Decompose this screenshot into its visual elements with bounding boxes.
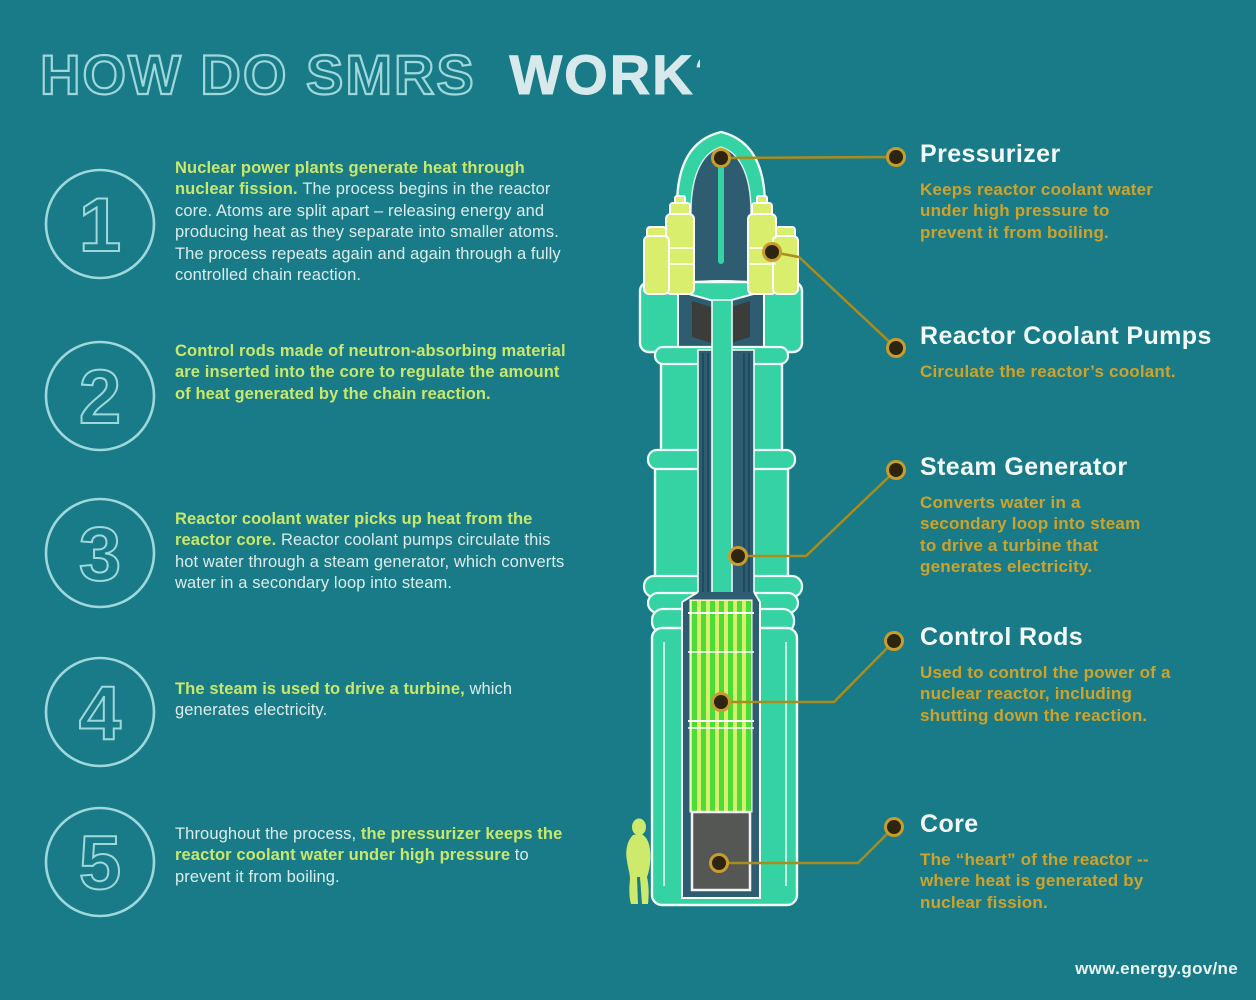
step-1-text: Nuclear power plants generate heat throu… (175, 158, 573, 287)
step-text-highlight: The steam is used to drive a turbine, (175, 680, 470, 698)
callout-core: Core The “heart” of the reactor -- where… (920, 810, 1172, 913)
control-rods-connector-line (721, 640, 895, 704)
step-1-circle (44, 168, 156, 280)
page-title-outline-text: HOW DO SMRS (40, 43, 476, 106)
central-riser-column (711, 299, 733, 597)
control-rods-diagram-dot (711, 692, 731, 712)
svg-text:HOW DO SMRS WORK?: HOW DO SMRS WORK? (40, 43, 700, 106)
step-3-circle (44, 497, 156, 609)
callout-control-rods-description: Used to control the power of a nuclear r… (920, 663, 1171, 725)
step-5-text: Throughout the process, the pressurizer … (175, 824, 573, 888)
callout-control-rods: Control Rods Used to control the power o… (920, 623, 1172, 726)
step-5-number: 5 (79, 821, 121, 906)
step-text-highlight: the pressurizer keeps the reactor coolan… (175, 825, 563, 865)
callout-core-description: The “heart” of the reactor -- where heat… (920, 850, 1149, 912)
step-4-text: The steam is used to drive a turbine, wh… (175, 679, 573, 722)
step-text-plain: to prevent it from boiling. (175, 846, 529, 886)
callout-steam-generator-description: Converts water in a secondary loop into … (920, 493, 1141, 577)
pressurizer-surge-line (718, 166, 724, 264)
step-3-text: Reactor coolant water picks up heat from… (175, 509, 573, 595)
step-text-highlight: Control rods made of neutron-absorbing m… (175, 342, 566, 403)
step-2-number: 2 (79, 355, 121, 440)
coolant-pumps-figure (643, 195, 799, 295)
step-5-badge: 5 (44, 806, 156, 918)
callout-pressurizer-title: Pressurizer (920, 140, 1061, 168)
step-4-number: 4 (79, 671, 121, 756)
step-text-plain: The process begins in the reactor core. … (175, 180, 561, 285)
step-3-badge: 3 (44, 497, 156, 609)
step-1-number: 1 (79, 183, 121, 268)
callout-steam-generator-title: Steam Generator (920, 453, 1128, 481)
steam-generator-diagram-dot (728, 546, 748, 566)
step-text-highlight: Nuclear power plants generate heat throu… (175, 159, 525, 199)
step-1-badge: 1 (44, 168, 156, 280)
core-connector-line (719, 826, 895, 865)
page-title-solid-text: WORK? (509, 43, 700, 106)
coolant-pumps-label-dot (886, 338, 906, 358)
step-text-plain: Reactor coolant pumps circulate this hot… (175, 531, 565, 593)
reactor-diagram (626, 130, 906, 907)
core-figure (690, 810, 752, 892)
step-2-badge: 2 (44, 340, 156, 452)
control-rod-bundle (688, 599, 754, 813)
footer-url: www.energy.gov/ne (1075, 959, 1238, 978)
core-diagram-dot (709, 853, 729, 873)
pump-body (665, 213, 695, 295)
page-title: HOW DO SMRS WORK? (40, 42, 700, 107)
control-rods-label-dot (884, 631, 904, 651)
callout-control-rods-title: Control Rods (920, 623, 1084, 651)
step-3-number: 3 (79, 512, 121, 597)
step-2-circle (44, 340, 156, 452)
callout-reactor-coolant-pumps-title: Reactor Coolant Pumps (920, 322, 1212, 350)
callout-reactor-coolant-pumps: Reactor Coolant Pumps Circulate the reac… (920, 322, 1230, 382)
step-4-badge: 4 (44, 656, 156, 768)
step-text-plain: which generates electricity. (175, 680, 513, 720)
callout-reactor-coolant-pumps-description: Circulate the reactor’s coolant. (920, 362, 1176, 381)
step-text-plain: Throughout the process, (175, 825, 361, 843)
core-label-dot (884, 817, 904, 837)
pressurizer-connector-line (720, 155, 897, 160)
human-silhouette (626, 818, 651, 904)
callout-pressurizer-description: Keeps reactor coolant water under high p… (920, 180, 1154, 242)
reactor-dome (675, 130, 767, 314)
step-4-circle (44, 656, 156, 768)
pump-body (643, 235, 670, 295)
step-text-highlight: Reactor coolant water picks up heat from… (175, 510, 533, 550)
callout-pressurizer: Pressurizer Keeps reactor coolant water … (920, 140, 1160, 243)
step-5-circle (44, 806, 156, 918)
coolant-pumps-diagram-dot (762, 242, 782, 262)
callout-steam-generator: Steam Generator Converts water in a seco… (920, 453, 1148, 578)
pressurizer-diagram-dot (711, 148, 731, 168)
callout-core-title: Core (920, 810, 979, 838)
step-2-text: Control rods made of neutron-absorbing m… (175, 341, 573, 405)
steam-generator-label-dot (886, 460, 906, 480)
pressurizer-label-dot (886, 147, 906, 167)
steam-generator-connector-line (738, 469, 897, 558)
